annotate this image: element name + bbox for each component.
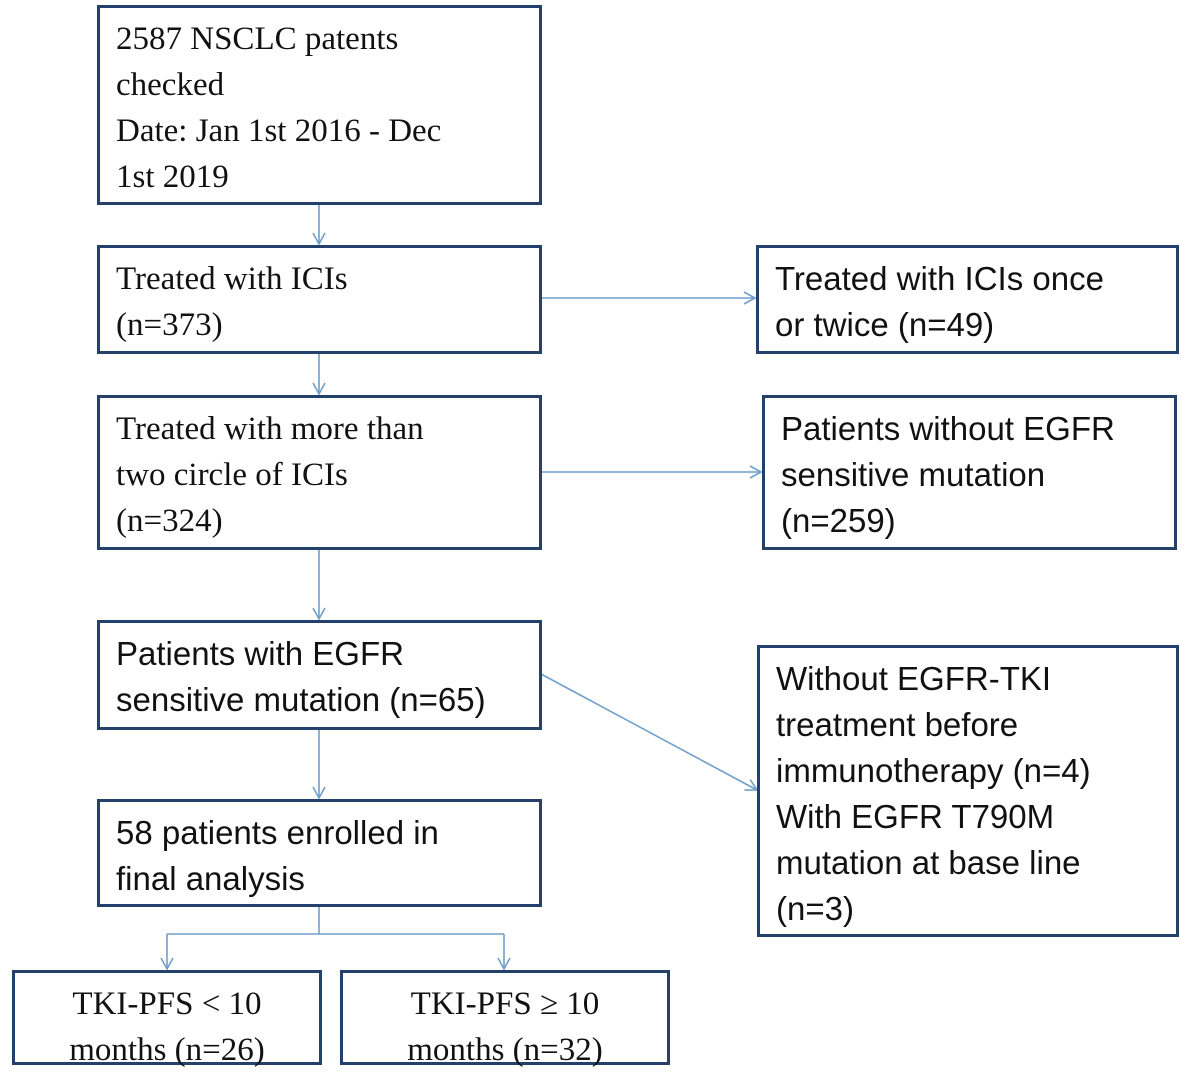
once-twice-line-1: Treated with ICIs once [775, 260, 1104, 297]
box-excluded-tki: Without EGFR-TKI treatment before immuno… [757, 645, 1179, 937]
treated-icis-line-1: Treated with ICIs [116, 261, 348, 297]
enrolled-line-1: 58 patients enrolled in [116, 814, 439, 851]
box-without-egfr-sensitive: Patients without EGFR sensitive mutation… [762, 395, 1177, 550]
excluded-line-1: Without EGFR-TKI [776, 660, 1052, 697]
pfs-lt10-line-2: months (n=26) [69, 1032, 265, 1068]
checked-line-1: 2587 NSCLC patents [116, 21, 399, 57]
box-patients-checked: 2587 NSCLC patents checked Date: Jan 1st… [97, 5, 542, 205]
pfs-ge10-line-1: TKI-PFS ≥ 10 [410, 986, 600, 1022]
excluded-line-2: treatment before [776, 706, 1019, 743]
pfs-ge10-line-2: months (n=32) [407, 1032, 603, 1068]
arrow-with-egfr-to-excluded [540, 673, 759, 791]
excluded-line-5: mutation at base line [776, 844, 1081, 881]
box-enrolled-final-analysis: 58 patients enrolled in final analysis [97, 799, 542, 907]
enrolled-line-2: final analysis [116, 860, 305, 897]
excluded-line-3: immunotherapy (n=4) [776, 752, 1091, 789]
checked-line-4: 1st 2019 [116, 159, 229, 195]
without-egfr-line-1: Patients without EGFR [781, 410, 1115, 447]
without-egfr-line-3: (n=259) [781, 502, 896, 539]
excluded-line-6: (n=3) [776, 890, 854, 927]
excluded-line-4: With EGFR T790M [776, 798, 1055, 835]
box-pfs-at-least-10: TKI-PFS ≥ 10 months (n=32) [340, 970, 670, 1068]
pfs-lt10-line-1: TKI-PFS < 10 [72, 986, 262, 1022]
more-than-two-line-3: (n=324) [116, 503, 223, 539]
once-twice-line-2: or twice (n=49) [775, 306, 995, 343]
with-egfr-line-2: sensitive mutation (n=65) [116, 681, 486, 718]
box-with-egfr-sensitive: Patients with EGFR sensitive mutation (n… [97, 620, 542, 730]
checked-line-2: checked [116, 67, 225, 103]
box-treated-more-than-two: Treated with more than two circle of ICI… [97, 395, 542, 550]
box-treated-with-icis: Treated with ICIs (n=373) [97, 245, 542, 354]
box-pfs-less-than-10: TKI-PFS < 10 months (n=26) [12, 970, 322, 1068]
box-treated-once-or-twice: Treated with ICIs once or twice (n=49) [756, 245, 1179, 354]
without-egfr-line-2: sensitive mutation [781, 456, 1046, 493]
more-than-two-line-1: Treated with more than [116, 411, 424, 447]
more-than-two-line-2: two circle of ICIs [116, 457, 348, 493]
treated-icis-line-2: (n=373) [116, 307, 223, 343]
checked-line-3: Date: Jan 1st 2016 - Dec [116, 113, 442, 149]
with-egfr-line-1: Patients with EGFR [116, 635, 404, 672]
